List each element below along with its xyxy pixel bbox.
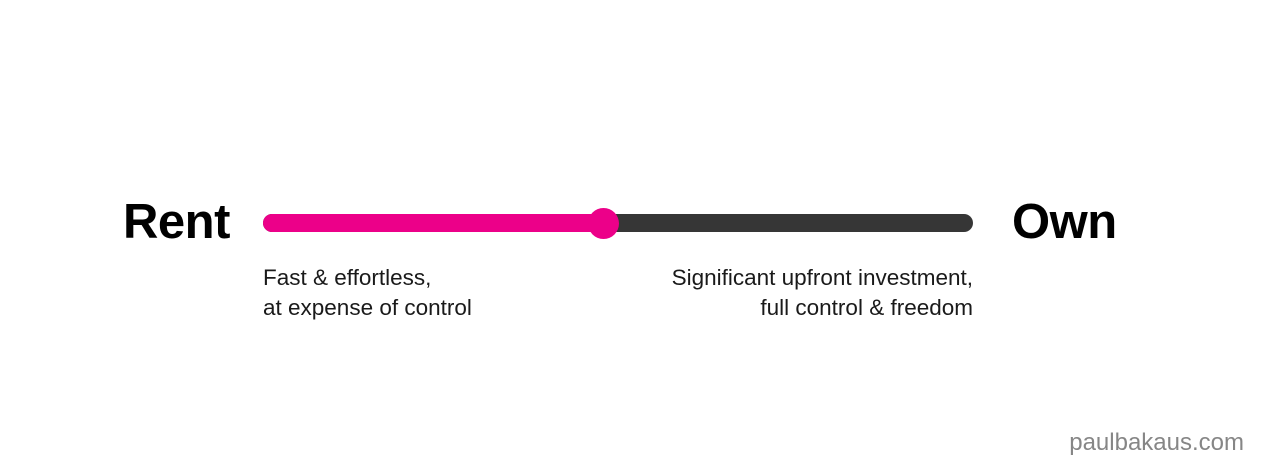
left-caption: Fast & effortless, at expense of control — [263, 263, 472, 323]
left-caption-line-2: at expense of control — [263, 295, 472, 320]
right-caption: Significant upfront investment, full con… — [473, 263, 973, 323]
right-caption-line-1: Significant upfront investment, — [671, 265, 973, 290]
slider-track[interactable] — [263, 208, 973, 239]
right-caption-line-2: full control & freedom — [760, 295, 973, 320]
left-caption-line-1: Fast & effortless, — [263, 265, 432, 290]
watermark-credit: paulbakaus.com — [1069, 429, 1244, 456]
slider-left-pole-label: Rent — [123, 195, 230, 249]
rent-own-slider[interactable]: Rent Own — [0, 196, 1264, 250]
slider-right-pole-label: Own — [1012, 195, 1117, 249]
slider-knob-handle[interactable] — [588, 208, 620, 239]
slider-track-fill — [263, 214, 604, 232]
